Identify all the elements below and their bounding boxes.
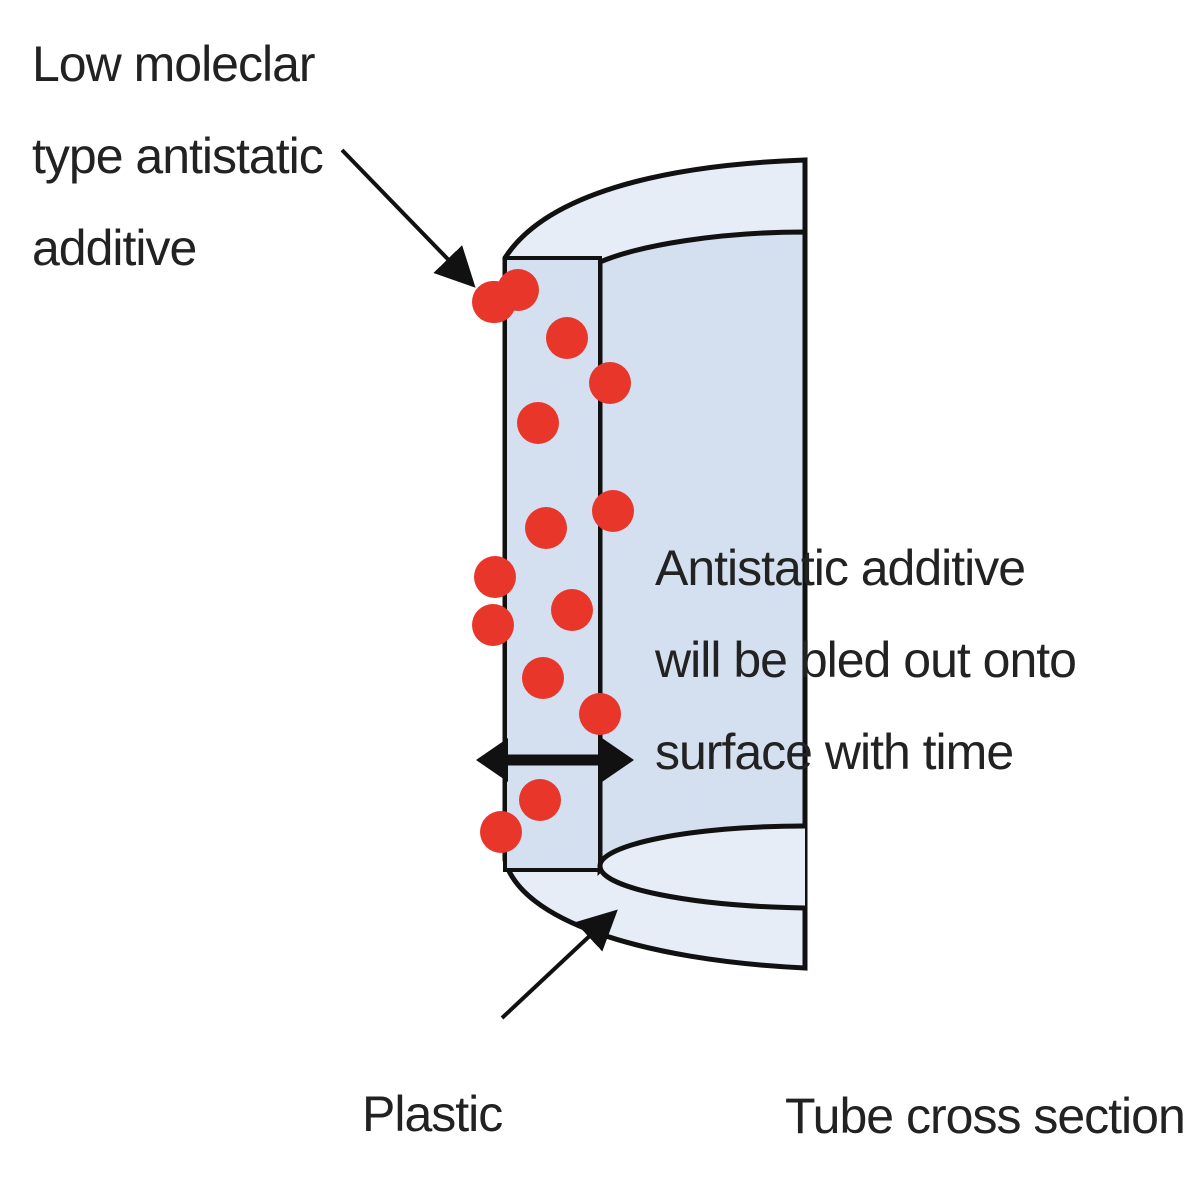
additive-pointer-arrow xyxy=(340,148,476,288)
wall-thickness-arrow xyxy=(476,738,634,782)
additive-particle xyxy=(519,779,561,821)
tube-wall-section xyxy=(503,256,602,872)
additive-particle xyxy=(592,490,634,532)
bleed-note-label: Antistatic additive will be bled out ont… xyxy=(655,522,1175,798)
additive-particle xyxy=(480,811,522,853)
bleed-note-line: surface with time xyxy=(655,724,1014,780)
plastic-label: Plastic xyxy=(362,1086,503,1142)
additive-particle xyxy=(474,556,516,598)
additive-particles xyxy=(472,269,634,853)
additive-particle xyxy=(517,402,559,444)
bleed-note-line: will be bled out onto xyxy=(655,632,1077,688)
additive-type-line: Low moleclar xyxy=(32,36,316,92)
additive-type-line: additive xyxy=(32,220,197,276)
additive-particle xyxy=(474,281,516,323)
additive-particle xyxy=(551,589,593,631)
additive-particle xyxy=(525,507,567,549)
additive-particle xyxy=(472,604,514,646)
bleed-note-line: Antistatic additive xyxy=(655,540,1026,596)
additive-particle xyxy=(589,362,631,404)
additive-particle xyxy=(522,657,564,699)
additive-type-line: type antistatic xyxy=(32,128,324,184)
additive-particle xyxy=(579,693,621,735)
additive-type-label: Low moleclar type antistatic additive xyxy=(32,18,362,294)
tube-bottom-opening xyxy=(597,823,806,911)
tube-cross-section-label: Tube cross section xyxy=(785,1088,1186,1144)
additive-particle xyxy=(546,317,588,359)
plastic-pointer-arrow xyxy=(500,909,618,1020)
